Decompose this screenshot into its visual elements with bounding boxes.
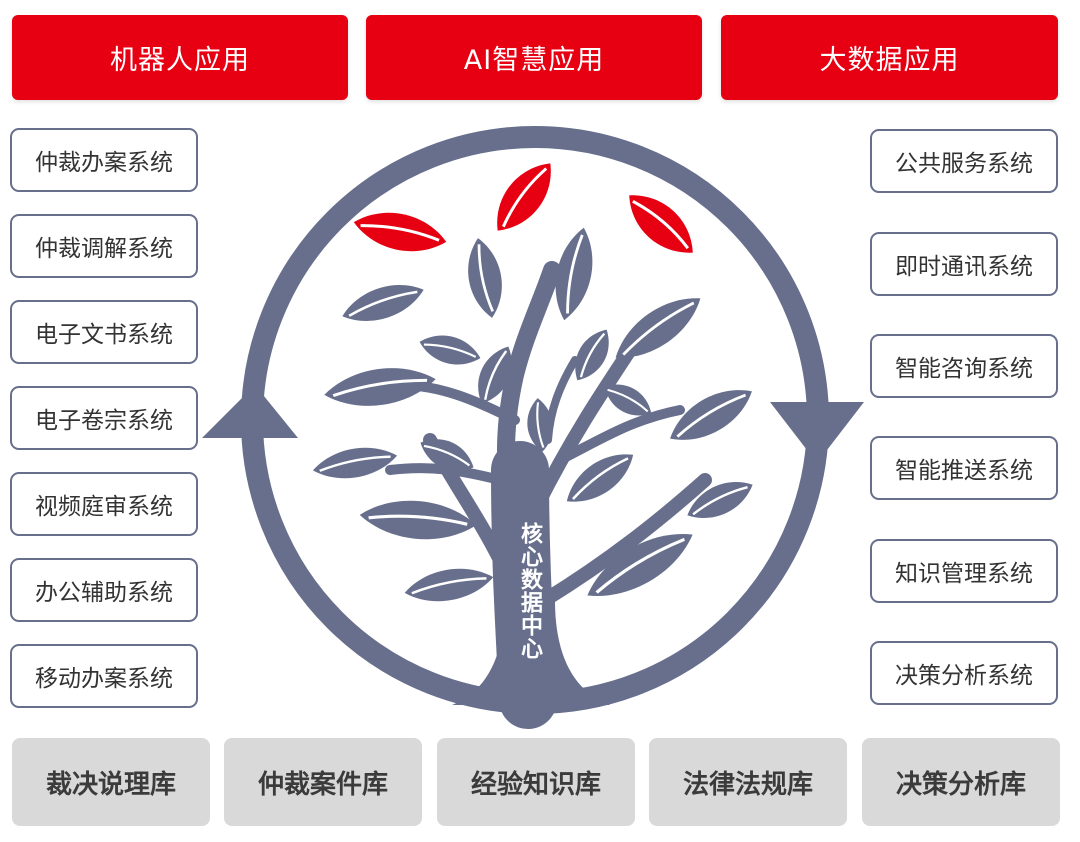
tree-roots	[452, 600, 610, 705]
db-laws-regulations: 法律法规库	[649, 738, 847, 826]
system-electronic-files: 电子卷宗系统	[10, 386, 198, 450]
core-data-center-label: 核心数据中心	[517, 522, 542, 660]
system-instant-messaging: 即时通讯系统	[870, 232, 1058, 296]
system-office-assist: 办公辅助系统	[10, 558, 198, 622]
system-arbitration-mediation: 仲裁调解系统	[10, 214, 198, 278]
system-smart-push: 智能推送系统	[870, 436, 1058, 500]
system-smart-consult: 智能咨询系统	[870, 334, 1058, 398]
system-video-hearing: 视频庭审系统	[10, 472, 198, 536]
banner-robot-apps: 机器人应用	[12, 15, 348, 100]
system-electronic-documents: 电子文书系统	[10, 300, 198, 364]
db-ruling-reasoning: 裁决说理库	[12, 738, 210, 826]
system-knowledge-management: 知识管理系统	[870, 539, 1058, 603]
system-mobile-case: 移动办案系统	[10, 644, 198, 708]
system-public-service: 公共服务系统	[870, 129, 1058, 193]
db-decision-analysis: 决策分析库	[862, 738, 1060, 826]
system-arbitration-case: 仲裁办案系统	[10, 128, 198, 192]
system-decision-analysis: 决策分析系统	[870, 641, 1058, 705]
banner-ai-apps: AI智慧应用	[366, 15, 702, 100]
banner-bigdata-apps: 大数据应用	[721, 15, 1058, 100]
db-experience-knowledge: 经验知识库	[437, 738, 635, 826]
cycle-arrow-down-icon	[770, 402, 864, 463]
db-arbitration-cases: 仲裁案件库	[224, 738, 422, 826]
cycle-arrow-up-icon	[202, 385, 298, 438]
